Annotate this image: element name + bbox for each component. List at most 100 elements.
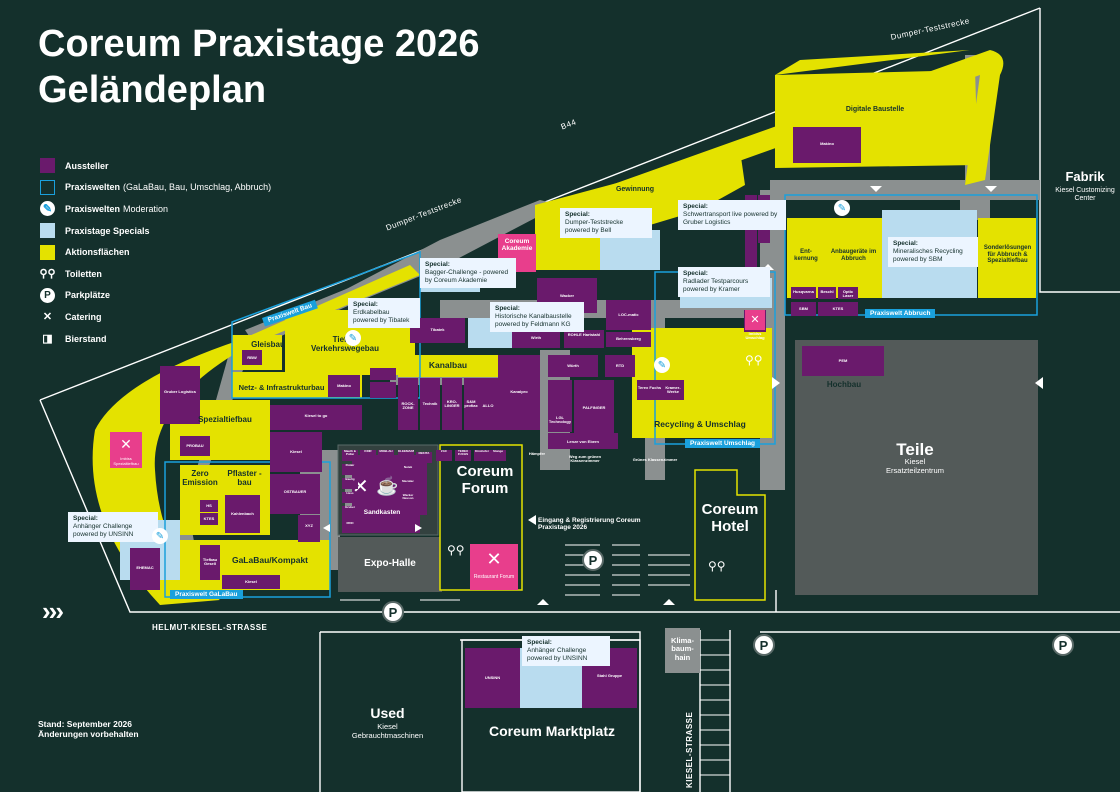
area-anbaugeraete: Anbaugeräte im Abbruch	[830, 249, 877, 262]
direction-arrows-icon: ›››	[42, 596, 64, 626]
exhibitor-kiesel-3: Kiesel	[245, 579, 257, 584]
exhibitor-sbm: SBM	[799, 306, 808, 311]
legend-item-bierstand: ◨Bierstand	[40, 328, 271, 350]
building-fabrik-sub: Kiesel Customizing Center	[1055, 187, 1115, 202]
special-head: Special:	[425, 261, 450, 268]
building-sandkasten: Sandkasten	[363, 509, 401, 516]
special-head: Special:	[683, 270, 708, 277]
imbiss-umschlag-label: Imbiss Umschlag	[745, 331, 765, 341]
parking-icon: P	[40, 287, 55, 303]
catering-icon: ✕	[750, 314, 760, 326]
direction-markers	[323, 186, 1043, 605]
praxiswelt-umschlag-tag: Praxiswelt Umschlag	[685, 439, 761, 448]
area-spezialtiefbau: Spezialtiefbau	[198, 415, 252, 424]
dumper-loop-west	[92, 265, 420, 605]
area-netz: Netz- & Infrastrukturbau	[238, 383, 325, 392]
road-helmut-kiesel: HELMUT-KIESEL-STRASSE	[152, 623, 268, 632]
forum-exhibitor-tile: Rotair	[342, 464, 358, 475]
restaurant-forum: ✕Restaurant Forum	[470, 544, 518, 590]
footer: Stand: September 2026 Änderungen vorbeha…	[38, 719, 139, 739]
toilet-icon: ⚲⚲	[447, 543, 465, 557]
special-head: Special:	[683, 203, 708, 210]
exhibitor-probau: PROBAU	[186, 443, 204, 448]
forum-exhibitor-tile: MOBLAH	[378, 450, 394, 461]
special-head: Special:	[565, 211, 590, 218]
restaurant-label: Restaurant Forum	[473, 574, 515, 580]
legend-label: Parkplätze	[65, 290, 111, 301]
exhibitor-haempfer: Hämpfer	[528, 451, 546, 456]
legend-label: Praxistage Specials	[65, 225, 150, 236]
exhibitor-kanalpro: Kanalpro	[510, 389, 528, 394]
exhibitor-makino: Makino	[820, 141, 834, 146]
legend-label-rest: Moderation	[123, 203, 169, 214]
legend-label: Aktionsflächen	[65, 247, 130, 258]
exhibitor-kahlenbach: Kahlenbach	[231, 511, 254, 516]
special-kanalbaustelle: Special:Historische Kanalbaustelle power…	[490, 302, 584, 333]
special-text: Bagger-Challenge - powered by Coreum Aka…	[425, 269, 509, 285]
legend-label: Bierstand	[65, 333, 107, 344]
exhibitor-xyz: XYZ	[305, 523, 313, 528]
forum-exhibitor-tile: Stange	[490, 450, 506, 461]
catering-icon: ✕	[42, 311, 53, 324]
legend-label: Catering	[65, 311, 102, 322]
praxiswelt-galabau-tag: Praxiswelt GaLaBau	[170, 590, 243, 599]
forum-exhibitor-tile: Nutek	[400, 466, 416, 477]
special-anhaenger-marktplatz: Special:Anhänger Challenge powered by UN…	[522, 636, 610, 667]
area-sonderloesungen: Sonderlösungen für Abbruch & Spezialtief…	[983, 245, 1032, 265]
forum-exhibitor-tile: Wacker Neuson	[400, 494, 416, 505]
special-head: Special:	[353, 301, 378, 308]
legend-item-aktion: Aktionsflächen	[40, 241, 271, 263]
exhibitor-optic: Optic Laser	[842, 289, 854, 299]
footer-note: Änderungen vorbehalten	[38, 728, 139, 739]
forum-exhibitor-tile: Mecalac	[400, 480, 416, 491]
title-line-1: Coreum Praxistage 2026	[38, 23, 480, 65]
forum-exhibitor-tile: TEREX FUCHS	[455, 450, 471, 461]
special-text: Erdkabelbau powered by Tibatek	[353, 309, 410, 325]
building-used-sub1: Kiesel	[377, 722, 398, 731]
building-expo-halle: Expo-Halle	[364, 558, 416, 569]
exhibitor-beschl: Beschl	[820, 289, 834, 294]
building-teile-sub1: Kiesel	[904, 457, 926, 466]
exhibitor-lgl: LGL Technology	[548, 415, 572, 425]
exhibitor-allo: ALLO	[482, 403, 494, 408]
exhibitor-behrensberg: Behrensberg	[616, 336, 641, 341]
map-title: Coreum Praxistage 2026 Geländeplan	[38, 22, 479, 113]
exhibitor-rtd: RTD	[615, 363, 625, 368]
area-galabau: GaLaBau/Kompakt	[231, 555, 309, 565]
footer-stand: Stand: September 2026	[38, 719, 133, 729]
legend-label: Praxiswelten	[65, 203, 121, 214]
exhibitor-weg: Weg zum grünen Klassenzimmer	[568, 454, 602, 464]
exhibitor-husqvarna: Husqvarna	[793, 289, 814, 294]
microphone-icon: ✎	[345, 330, 361, 346]
area-gleisbau: Gleisbau	[251, 340, 285, 349]
legend-item-toiletten: ⚲⚲Toiletten	[39, 263, 271, 285]
toilet-icon: ⚲⚲	[745, 353, 763, 367]
special-text: Anhänger Challenge powered by UNSINN	[73, 523, 134, 539]
toilet-icon: ⚲⚲	[39, 268, 56, 281]
parking-stripes	[340, 544, 730, 776]
forum-exhibitor-tile: Kinshofer	[474, 450, 490, 461]
imbiss-spezialtiefbau: ✕Imbiss Spezialtiefbau	[110, 432, 142, 468]
special-head: Special:	[495, 305, 520, 312]
special-schwertransport: Special:Schwertransport live powered by …	[678, 200, 786, 231]
legend-item-praxiswelten: Praxiswelten(GaLaBau, Bau, Umschlag, Abb…	[40, 177, 271, 199]
exhibitor-tiefbau: Tiefbau Gesell	[202, 557, 218, 567]
light-blue-square-icon	[40, 223, 55, 239]
exhibitor-ktes: KTES	[832, 306, 844, 311]
legend: Aussteller Praxiswelten(GaLaBau, Bau, Um…	[39, 155, 271, 350]
area-entkernung: Ent- kernung	[794, 249, 818, 262]
legend-item-catering: ✕ Catering	[40, 306, 271, 328]
exhibitor-gruber: Gruber Logistics	[163, 389, 196, 394]
forum-exhibitor-tile: KLEEMANN	[398, 450, 414, 461]
exhibitor-rohle: ROHLE Hartstahl	[567, 332, 601, 337]
exhibitor-wacker: Wacker	[559, 293, 575, 298]
special-radlader: Special:Radlader Testparcours powered by…	[678, 267, 770, 298]
exhibitor-pem: PEM	[838, 358, 848, 363]
parking-icon: P	[753, 634, 775, 656]
coreum-akademie-label: Coreum Akademie	[501, 238, 533, 252]
exhibitor-terex: Terex Fuchs	[637, 385, 662, 390]
microphone-icon: ✎	[152, 528, 168, 544]
